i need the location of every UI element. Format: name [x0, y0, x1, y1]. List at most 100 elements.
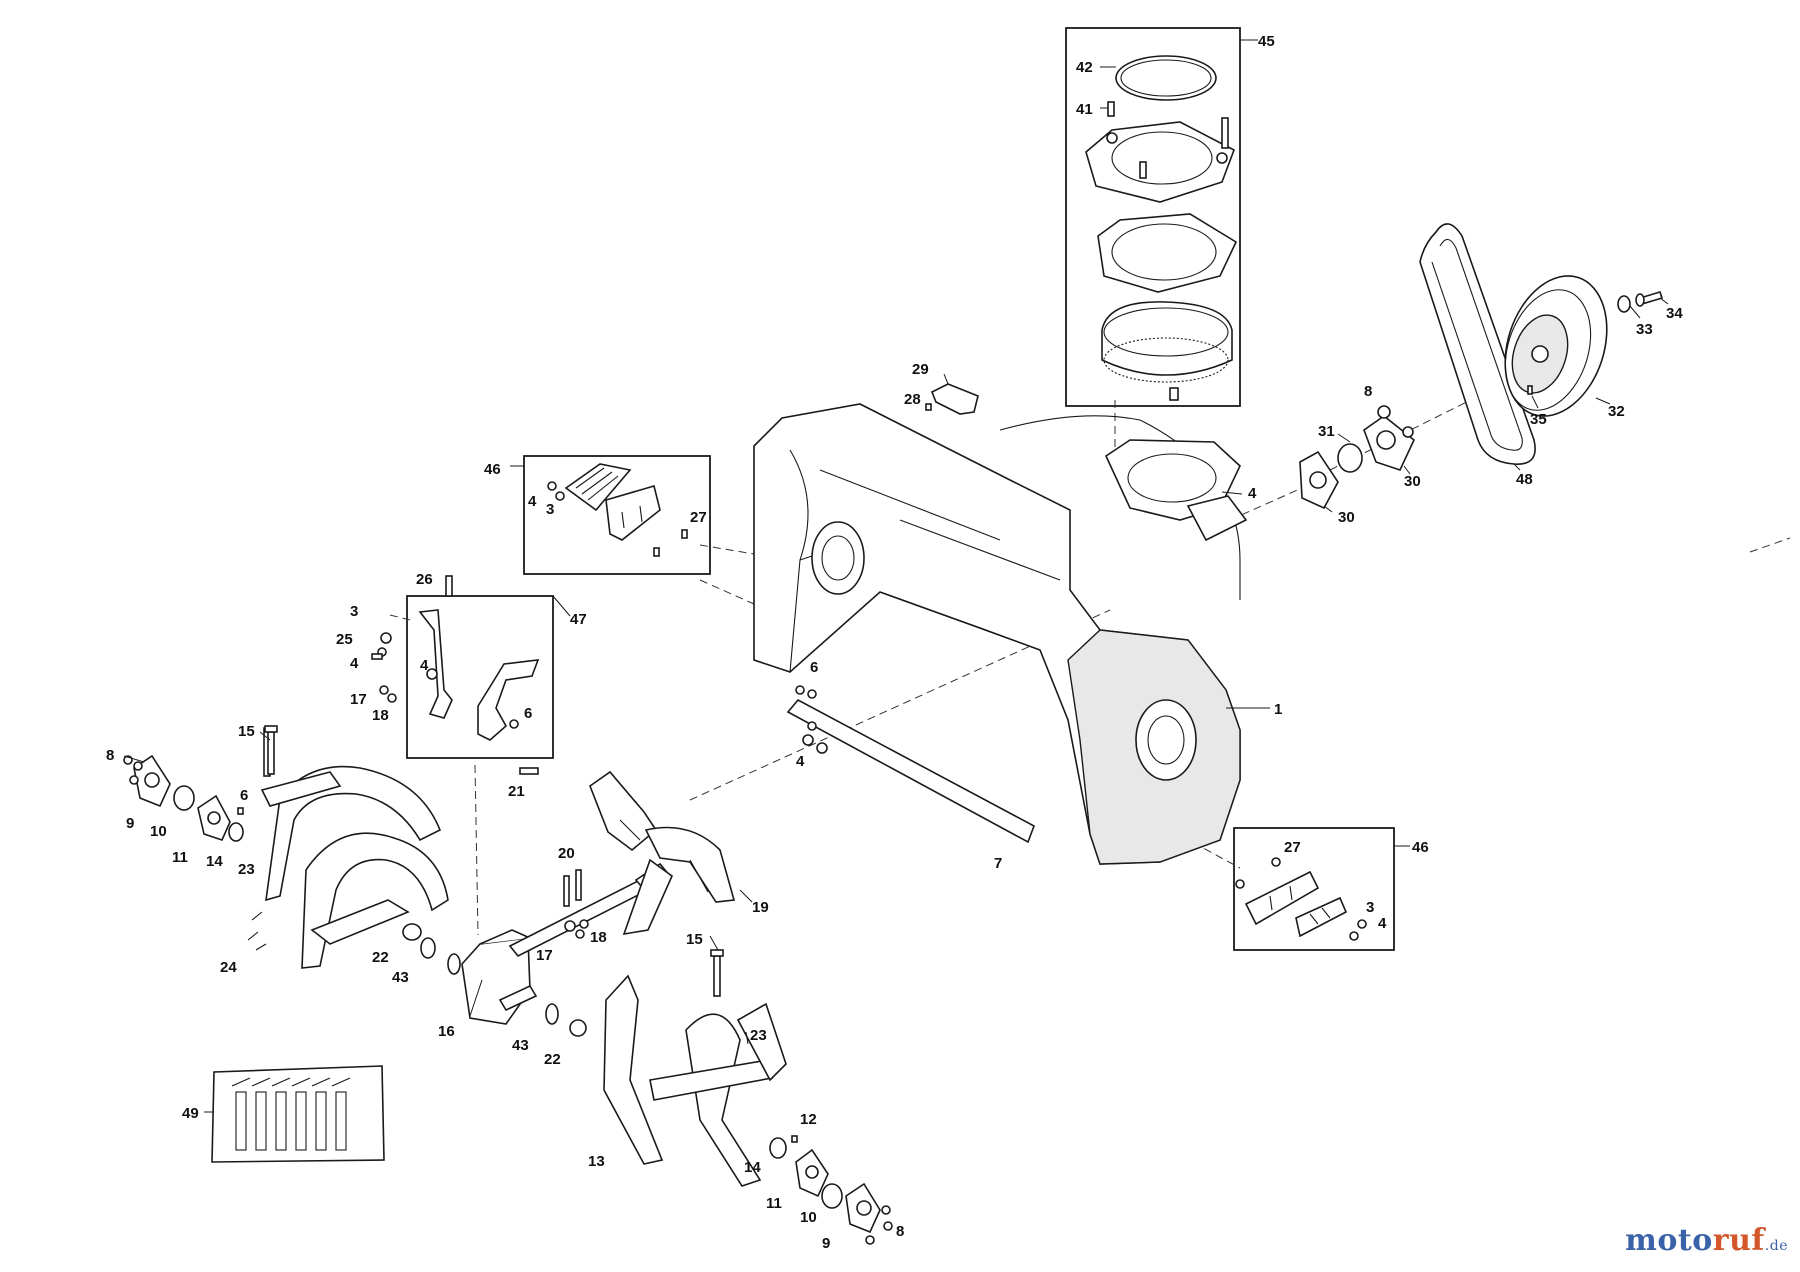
label-4-scraper: 4 — [796, 753, 805, 770]
gearbox-16 — [447, 929, 538, 1025]
label-4-chute: 4 — [1248, 485, 1257, 502]
auger-right-13 — [603, 949, 787, 1187]
bolts-20 — [563, 869, 582, 907]
label-3-skid-left: 3 — [546, 501, 554, 518]
label-48: 48 — [1516, 471, 1533, 488]
washer-43-right — [545, 1003, 559, 1025]
label-4-skid-left: 4 — [528, 493, 537, 510]
label-4-bracket-left: 4 — [350, 655, 359, 672]
label-7: 7 — [994, 855, 1002, 872]
chute-gear-ring — [1101, 301, 1233, 401]
pin-6-left — [237, 807, 244, 815]
label-3-skid-right: 3 — [1366, 899, 1374, 916]
nuts-4-scraper — [795, 685, 828, 754]
bolt-15-left — [264, 725, 278, 775]
label-34: 34 — [1666, 305, 1683, 322]
label-27-left: 27 — [690, 509, 707, 526]
chute-flange-upper — [1085, 101, 1235, 203]
label-47: 47 — [570, 611, 587, 628]
label-29: 29 — [912, 361, 929, 378]
spacer-22-right — [569, 1019, 587, 1037]
watermark-part3: .de — [1764, 1238, 1788, 1254]
label-43-left: 43 — [392, 969, 409, 986]
label-22-left: 22 — [372, 949, 389, 966]
label-18-center: 18 — [590, 929, 607, 946]
scraper-bar-7 — [786, 698, 1035, 844]
watermark-part2: ruf — [1712, 1223, 1765, 1258]
label-28: 28 — [904, 391, 921, 408]
bearing-31 — [1337, 443, 1363, 473]
bearing-10-left — [173, 785, 195, 811]
label-17-bracket: 17 — [350, 691, 367, 708]
label-6-bracket: 6 — [524, 705, 532, 722]
chute-ring-42 — [1115, 55, 1217, 101]
label-11-left: 11 — [172, 849, 188, 866]
bolt-34 — [1635, 291, 1664, 307]
label-41: 41 — [1076, 101, 1093, 118]
pin-12 — [791, 1135, 798, 1143]
bearing-flange-9-right — [845, 1182, 893, 1245]
nut-8-right — [1377, 405, 1414, 438]
label-43-right: 43 — [512, 1037, 529, 1054]
label-32: 32 — [1608, 403, 1625, 420]
label-31: 31 — [1318, 423, 1335, 440]
bushing-14-left — [228, 822, 244, 842]
label-10-right: 10 — [800, 1209, 817, 1226]
label-23-right: 23 — [750, 1027, 767, 1044]
label-49: 49 — [182, 1105, 199, 1122]
label-22-right: 22 — [544, 1051, 561, 1068]
label-4-skid-right: 4 — [1378, 915, 1387, 932]
label-14-left: 14 — [206, 853, 223, 870]
label-25: 25 — [336, 631, 353, 648]
box-45-chute-rotation-kit — [1065, 27, 1241, 407]
part-number-labels: 45 42 41 34 33 32 35 48 8 31 30 30 29 28… — [106, 33, 1683, 1252]
label-26: 26 — [416, 571, 433, 588]
bearing-flange-30-lower — [1299, 450, 1339, 510]
label-46-right: 46 — [1412, 839, 1429, 856]
label-33: 33 — [1636, 321, 1653, 338]
label-45: 45 — [1258, 33, 1275, 50]
box-47-bracket-set — [406, 595, 554, 759]
pulley-32 — [1504, 275, 1608, 417]
chute-flange-lower — [1097, 213, 1238, 293]
label-23-left: 23 — [238, 861, 255, 878]
label-19: 19 — [752, 899, 769, 916]
label-15-left: 15 — [238, 723, 255, 740]
label-4-bracket: 4 — [420, 657, 429, 674]
label-14-right: 14 — [744, 1159, 761, 1176]
label-42: 42 — [1076, 59, 1093, 76]
label-8-left: 8 — [106, 747, 114, 764]
bushing-14-right — [769, 1137, 787, 1159]
bracket-fasteners-left — [371, 632, 397, 703]
label-20: 20 — [558, 845, 575, 862]
shear-bolt-bag-49 — [211, 1065, 385, 1163]
bearing-flange-30-upper — [1363, 415, 1415, 471]
label-13: 13 — [588, 1153, 605, 1170]
label-8-right-bottom: 8 — [896, 1223, 904, 1240]
box-46-skid-shoe-left — [523, 455, 711, 575]
bearing-flange-9-left — [123, 754, 171, 808]
label-27-right: 27 — [1284, 839, 1301, 856]
label-35: 35 — [1530, 411, 1547, 428]
bearing-10-right — [821, 1183, 843, 1209]
flange-11-right — [795, 1148, 829, 1198]
washer-33 — [1617, 295, 1631, 313]
label-1: 1 — [1274, 701, 1282, 718]
key-35 — [1527, 385, 1533, 395]
label-24: 24 — [220, 959, 237, 976]
label-15-right: 15 — [686, 931, 703, 948]
label-30-lower: 30 — [1338, 509, 1355, 526]
label-10-left: 10 — [150, 823, 167, 840]
label-8-right: 8 — [1364, 383, 1372, 400]
watermark-part1: moto — [1625, 1223, 1713, 1258]
label-12: 12 — [800, 1111, 817, 1128]
label-11-right: 11 — [766, 1195, 782, 1212]
leader-lines — [123, 39, 1669, 1113]
box-46-skid-shoe-right — [1233, 827, 1395, 951]
auger-housing-1 — [753, 403, 1241, 865]
skid-shoe-left — [547, 463, 688, 557]
watermark-logo: motoruf.de — [1625, 1223, 1788, 1258]
label-6-left: 6 — [240, 787, 248, 804]
